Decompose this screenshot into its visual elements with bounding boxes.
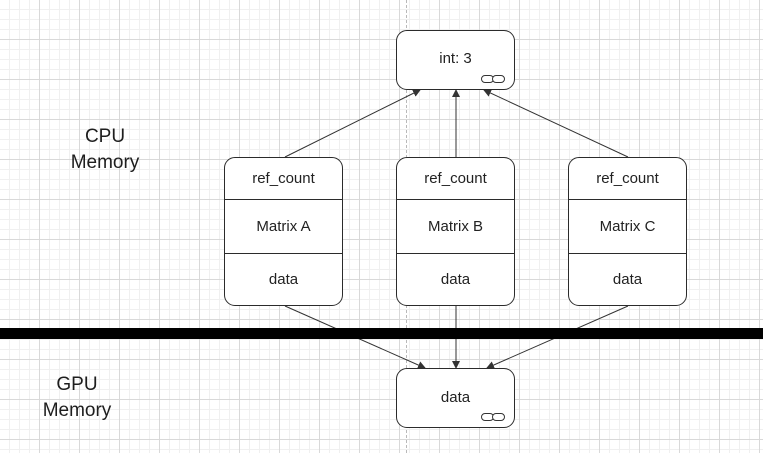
matrix-a-ref-count: ref_count (225, 158, 342, 200)
matrix-c-data: data (612, 271, 643, 288)
matrix-b-node[interactable]: ref_count Matrix B data (396, 157, 515, 306)
edge-matrix-a-to-int (284, 89, 421, 158)
matrix-b-ref-count: ref_count (397, 158, 514, 200)
matrix-c-node[interactable]: ref_count Matrix C data (568, 157, 687, 306)
cpu-memory-label: CPU Memory (70, 126, 140, 173)
matrix-c-name: Matrix C (569, 200, 686, 254)
link-icon (481, 75, 505, 83)
matrix-a-name: Matrix A (225, 200, 342, 254)
link-icon (481, 413, 505, 421)
ref-count-int-node[interactable]: int: 3 (396, 30, 515, 90)
ref-count-value: int: 3 (439, 50, 472, 67)
matrix-b-name: Matrix B (397, 200, 514, 254)
edge-matrix-c-to-int (483, 89, 629, 158)
gpu-data-label: data (440, 389, 471, 406)
gpu-data-node[interactable]: data (396, 368, 515, 428)
gpu-memory-label: GPU Memory (42, 374, 112, 421)
matrix-a-node[interactable]: ref_count Matrix A data (224, 157, 343, 306)
matrix-c-ref-count: ref_count (569, 158, 686, 200)
matrix-a-data: data (268, 271, 299, 288)
cpu-gpu-divider (0, 328, 763, 339)
matrix-b-data: data (440, 271, 471, 288)
